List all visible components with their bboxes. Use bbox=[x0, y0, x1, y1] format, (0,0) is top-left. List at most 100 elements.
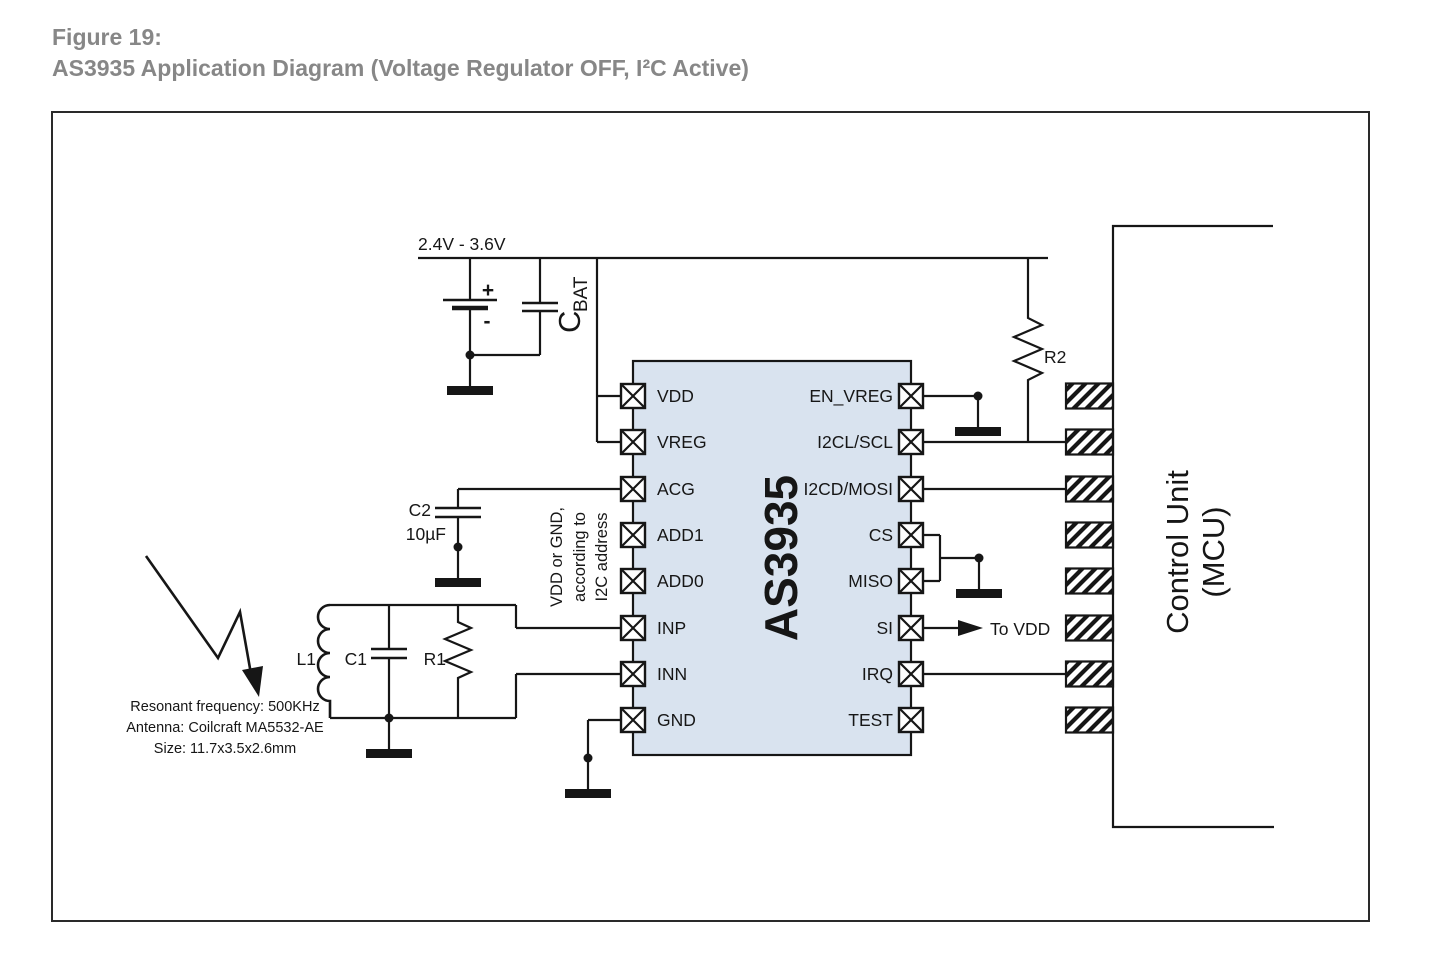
pin-acg: ACG bbox=[619, 475, 695, 503]
pin-label-vreg: VREG bbox=[657, 432, 707, 452]
pin-label-irq: IRQ bbox=[862, 664, 893, 684]
antenna-note-3: Size: 11.7x3.5x2.6mm bbox=[154, 741, 296, 757]
pin-terminal-icon bbox=[619, 567, 647, 595]
ground-icon bbox=[433, 545, 483, 589]
pin-miso: MISO bbox=[848, 567, 925, 595]
mcu-connector-pad bbox=[1064, 475, 1115, 503]
r2-resistor-icon: R2 bbox=[1011, 258, 1066, 442]
mcu-box: Control Unit (MCU) bbox=[1111, 224, 1274, 829]
i2c-note-line3: I2C address bbox=[593, 513, 611, 602]
pin-terminal-icon bbox=[619, 428, 647, 456]
pin-label-en-vreg: EN_VREG bbox=[809, 386, 893, 407]
pin-terminal-icon bbox=[897, 706, 925, 734]
figure-border bbox=[51, 111, 1370, 922]
battery-minus-label: - bbox=[484, 310, 491, 333]
supply-voltage-label: 2.4V - 3.6V bbox=[418, 234, 506, 254]
c1-capacitor-icon bbox=[371, 605, 407, 718]
pin-terminal-icon bbox=[897, 521, 925, 549]
pin-gnd: GND bbox=[619, 706, 696, 734]
pin-terminal-icon bbox=[619, 521, 647, 549]
pin-label-miso: MISO bbox=[848, 571, 893, 591]
mcu-name-line2: (MCU) bbox=[1196, 506, 1231, 597]
battery-icon: + - bbox=[443, 258, 497, 355]
pin-label-add0: ADD0 bbox=[657, 571, 704, 591]
pin-label-gnd: GND bbox=[657, 710, 696, 730]
mcu-connector-pad bbox=[1064, 706, 1115, 734]
pin-add1: ADD1 bbox=[619, 521, 704, 549]
pin-label-add1: ADD1 bbox=[657, 525, 704, 545]
pin-terminal-icon bbox=[897, 567, 925, 595]
pin-inp: INP bbox=[619, 614, 686, 642]
pin-vreg: VREG bbox=[619, 428, 707, 456]
ic-name-label: AS3935 bbox=[755, 475, 807, 641]
pin-terminal-icon bbox=[897, 475, 925, 503]
pin-vdd: VDD bbox=[619, 382, 694, 410]
pin-label-si: SI bbox=[876, 618, 893, 638]
antenna-note-1: Resonant frequency: 500KHz bbox=[130, 699, 319, 715]
antenna-notes: Resonant frequency: 500KHz Antenna: Coil… bbox=[126, 699, 324, 757]
mcu-connector-pad bbox=[1064, 428, 1115, 456]
gnd-pin-wire bbox=[586, 718, 621, 758]
i2c-note-line1: VDD or GND, bbox=[548, 507, 566, 607]
ground-icon bbox=[954, 556, 1004, 600]
mcu-connector-pad bbox=[1064, 660, 1115, 688]
pin-irq: IRQ bbox=[862, 660, 925, 688]
pin-terminal-icon bbox=[619, 660, 647, 688]
mcu-name-line1: Control Unit bbox=[1160, 470, 1195, 634]
tank-circuit: L1 C1 R1 bbox=[297, 603, 621, 720]
pin-add0: ADD0 bbox=[619, 567, 704, 595]
i2c-address-note: VDD or GND, according to I2C address bbox=[548, 507, 611, 607]
figure-title: AS3935 Application Diagram (Voltage Regu… bbox=[52, 55, 749, 81]
pin-terminal-icon bbox=[897, 428, 925, 456]
si-to-vdd-wire: To VDD bbox=[923, 619, 1050, 639]
pin-label-cs: CS bbox=[869, 525, 893, 545]
pin-label-test: TEST bbox=[848, 710, 893, 730]
c2-ref-label: C2 bbox=[409, 500, 431, 520]
cbat-capacitor-icon: C BAT bbox=[470, 258, 592, 357]
pin-label-acg: ACG bbox=[657, 479, 695, 499]
pin-terminal-icon bbox=[619, 382, 647, 410]
battery-plus-label: + bbox=[482, 279, 494, 302]
cs-miso-ground-wire bbox=[923, 533, 979, 583]
mcu-connector-pads bbox=[1064, 382, 1115, 734]
ground-icon bbox=[364, 716, 414, 760]
c2-capacitor-icon: C2 10µF bbox=[406, 487, 621, 549]
mcu-connector-pad bbox=[1064, 567, 1115, 595]
pin-terminal-icon bbox=[897, 614, 925, 642]
ground-icon bbox=[445, 353, 495, 397]
si-note-label: To VDD bbox=[990, 619, 1050, 639]
pin-label-inp: INP bbox=[657, 618, 686, 638]
ground-icon bbox=[953, 394, 1003, 438]
r1-ref-label: R1 bbox=[424, 649, 446, 669]
cbat-label: C BAT bbox=[552, 276, 592, 333]
r2-ref-label: R2 bbox=[1044, 347, 1066, 367]
l1-ref-label: L1 bbox=[297, 649, 316, 669]
i2c-note-line2: according to bbox=[571, 512, 589, 602]
pin-cs: CS bbox=[869, 521, 925, 549]
pin-test: TEST bbox=[848, 706, 925, 734]
ground-icon bbox=[563, 756, 613, 800]
pin-terminal-icon bbox=[897, 660, 925, 688]
cbat-main-label: C bbox=[552, 311, 587, 333]
pin-inn: INN bbox=[619, 660, 687, 688]
r1-resistor-icon bbox=[442, 605, 474, 718]
power-rail: 2.4V - 3.6V bbox=[418, 234, 1048, 260]
cbat-sub-label: BAT bbox=[571, 276, 592, 312]
mcu-connector-pad bbox=[1064, 614, 1115, 642]
l1-inductor-icon bbox=[316, 603, 332, 718]
mcu-connector-pad bbox=[1064, 521, 1115, 549]
vdd-vreg-wires bbox=[595, 258, 621, 444]
pin-i2cl-scl: I2CL/SCL bbox=[817, 428, 925, 456]
pin-terminal-icon bbox=[619, 614, 647, 642]
figure-number: Figure 19: bbox=[52, 24, 162, 50]
pin-terminal-icon bbox=[619, 706, 647, 734]
pin-label-vdd: VDD bbox=[657, 386, 694, 406]
pin-i2cd-mosi: I2CD/MOSI bbox=[804, 475, 925, 503]
c2-value-label: 10µF bbox=[406, 524, 446, 544]
pin-terminal-icon bbox=[897, 382, 925, 410]
pin-label-inn: INN bbox=[657, 664, 687, 684]
arrow-right-icon bbox=[958, 620, 983, 636]
antenna-note-2: Antenna: Coilcraft MA5532-AE bbox=[126, 720, 324, 736]
